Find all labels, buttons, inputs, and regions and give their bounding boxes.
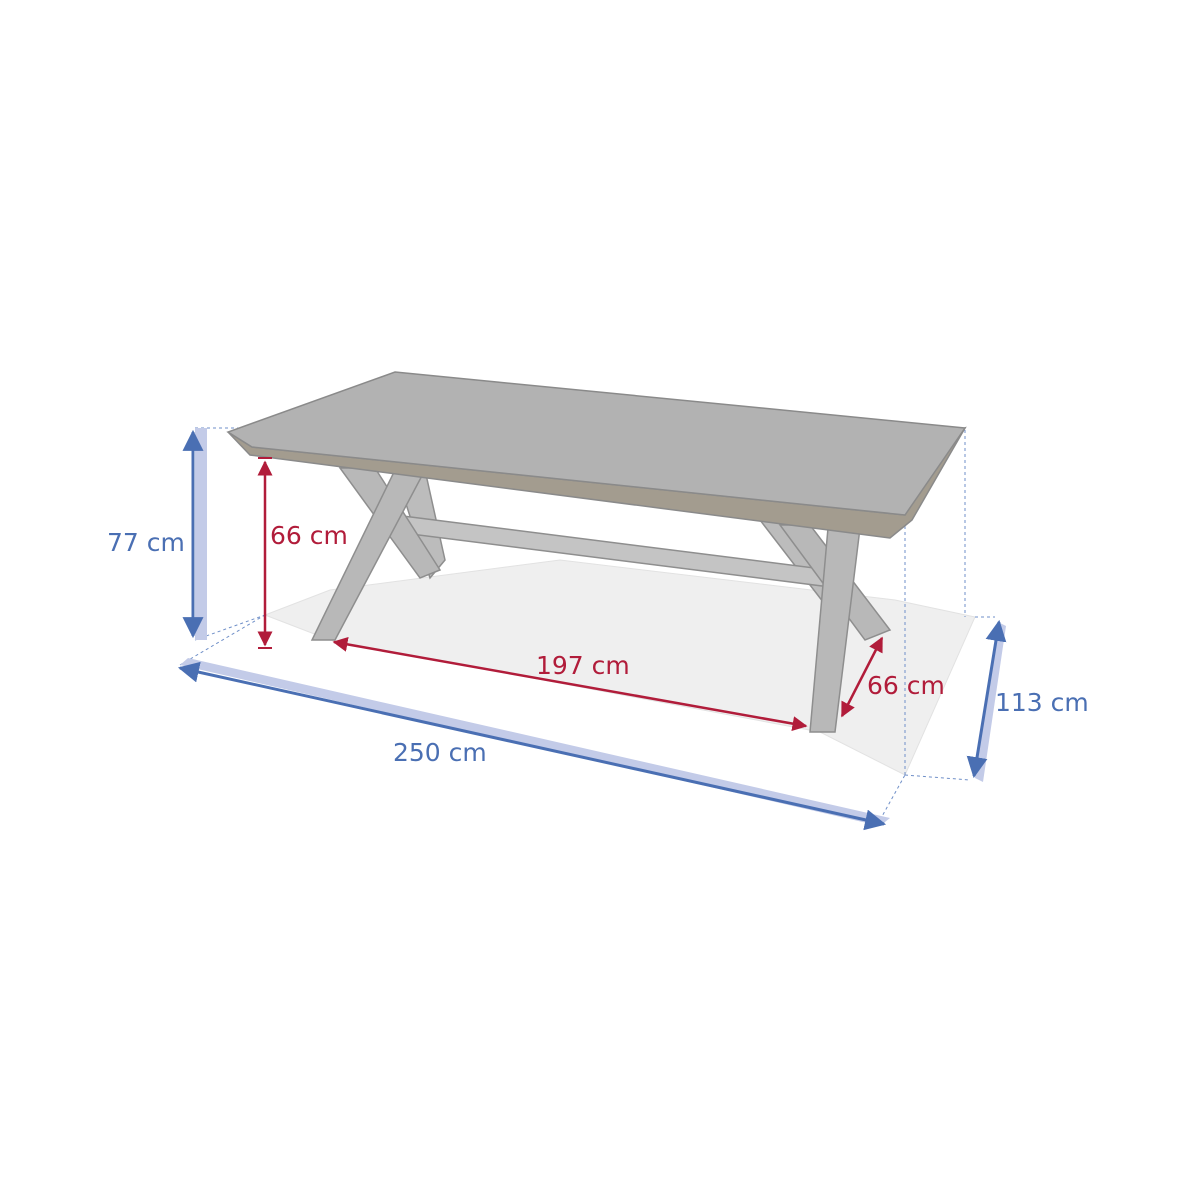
overall-height-label: 77 cm [107, 528, 185, 557]
overall-depth-label: 113 cm [995, 688, 1089, 717]
leg-span-depth-label: 66 cm [867, 671, 945, 700]
leg-clearance-height-label: 66 cm [270, 521, 348, 550]
inner-dimension-arrows [257, 457, 884, 732]
leg-span-length-label: 197 cm [536, 651, 630, 680]
overall-length-label: 250 cm [393, 738, 487, 767]
outer-dimension-arrows [177, 429, 1007, 831]
table-top-surface [226, 371, 967, 516]
